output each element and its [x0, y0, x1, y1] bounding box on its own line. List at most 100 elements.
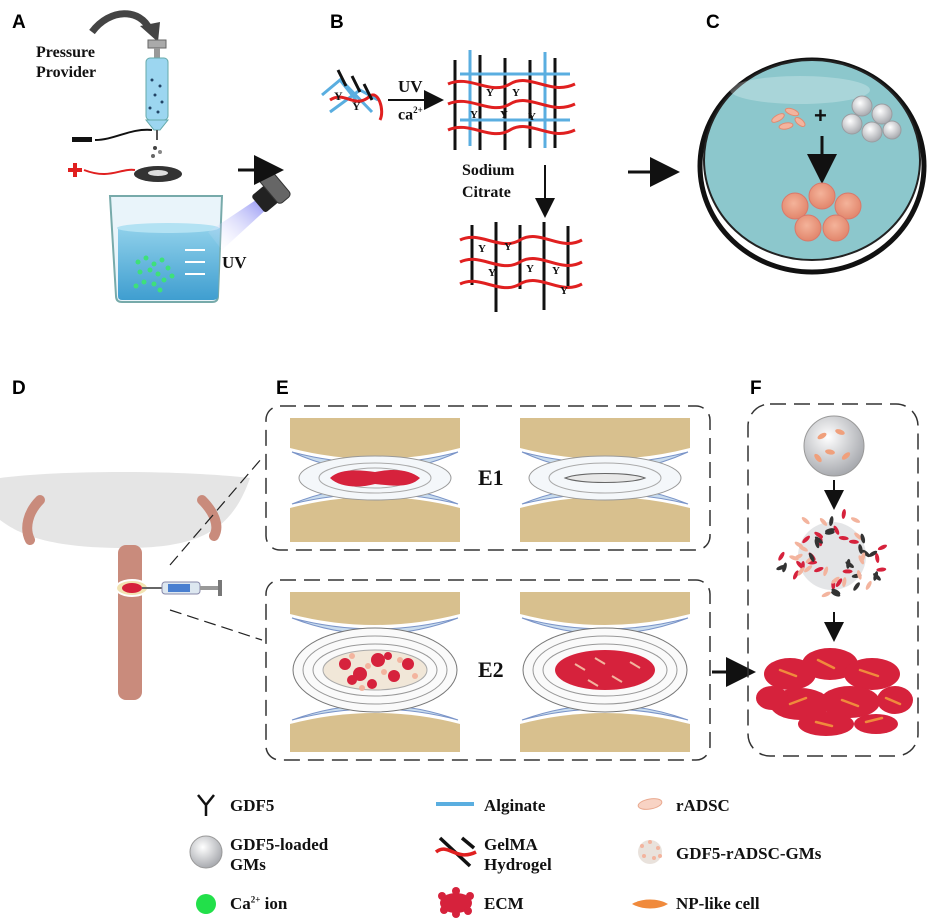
f-cell-mark [873, 573, 881, 581]
f-cell-mark [814, 567, 824, 573]
f-cell-mark [861, 549, 870, 558]
syringe-icon [144, 39, 170, 140]
f-cell-mark [875, 553, 880, 563]
panel-label-a: A [12, 12, 26, 33]
injection-syringe-icon [142, 580, 222, 596]
svg-text:Y: Y [470, 109, 478, 121]
svg-text:Y: Y [488, 267, 496, 279]
f-cell-mark [801, 516, 810, 525]
f-cell-mark [821, 591, 831, 598]
f-cell-mark [792, 570, 799, 580]
f-cell-mark [819, 517, 828, 526]
svg-text:Y: Y [526, 263, 534, 275]
calcium-label-b: ca2+ [398, 105, 423, 124]
pressure-label-line2: Provider [36, 64, 97, 81]
f-cell-mark [868, 550, 878, 557]
svg-text:Y: Y [334, 89, 343, 103]
rat-tail-injection [0, 457, 263, 700]
uv-label-b: UV [398, 77, 423, 96]
svg-text:Y: Y [352, 99, 361, 113]
f-cell-mark [798, 545, 808, 552]
f-cell-mark [808, 552, 815, 562]
f-cell-mark [831, 591, 841, 597]
f-cell-mark [860, 533, 866, 544]
radsc-icon [637, 798, 663, 810]
disc-e1-healthy [520, 418, 690, 542]
beaker-icon [108, 195, 224, 303]
panel-label-b: B [330, 12, 344, 33]
f-cell-mark [877, 544, 888, 551]
uv-label-a: UV [222, 253, 247, 272]
f-cell-mark [845, 561, 854, 568]
f-cell-mark [858, 544, 863, 554]
petri-dish [697, 57, 927, 275]
panel-label-d: D [12, 378, 26, 399]
f-cell-mark [814, 538, 820, 549]
disc-e1-degenerated [290, 418, 460, 542]
f-cell-mark [860, 552, 866, 563]
f-cell-mark [835, 578, 843, 588]
f-cell-mark [825, 528, 835, 533]
svg-text:Y: Y [486, 87, 494, 99]
legend-gdf5-gms-line1: GDF5-loaded [230, 835, 329, 854]
e1-label: E1 [478, 465, 504, 490]
panel-label-c: C [706, 12, 720, 33]
f-cell-mark [829, 516, 834, 527]
pressure-arrow [89, 10, 154, 35]
f-cell-mark [876, 567, 887, 572]
legend-radsc: rADSC [676, 796, 730, 815]
f-cell-mark [854, 532, 863, 540]
gdf5-radsc-gms-icon [638, 840, 662, 864]
legend-np-like-cell: NP-like cell [676, 894, 760, 913]
f-cell-mark [776, 565, 786, 571]
legend-ca-ion: Ca2+ ion [230, 894, 288, 913]
legend-gdf5-gms-line2: GMs [230, 855, 266, 874]
svg-text:Y: Y [560, 285, 568, 297]
f-cell-mark [778, 551, 785, 561]
e2-label: E2 [478, 657, 504, 682]
f-cell-mark [823, 566, 829, 577]
legend-alginate: Alginate [484, 796, 546, 815]
legend-gdf5: GDF5 [230, 796, 275, 815]
legend-ecm: ECM [484, 894, 524, 913]
f-cell-mark [865, 580, 872, 590]
panel-f-artwork [756, 415, 913, 736]
panel-e1-box [265, 405, 711, 551]
f-cell-mark [797, 567, 805, 576]
f-cell-mark [856, 570, 862, 580]
disc-e2-injected [290, 592, 460, 752]
panel-f-box [747, 403, 919, 757]
gm-icon [189, 835, 223, 869]
legend-gdf5-radsc-gms: GDF5-rADSC-GMs [676, 844, 822, 863]
panel-e2-box [265, 579, 711, 761]
f-cell-mark [850, 517, 861, 523]
pressure-label-line1: Pressure [36, 44, 95, 61]
ecm-icon [438, 887, 474, 918]
f-cell-mark [831, 576, 840, 584]
panel-label-e: E [276, 378, 289, 399]
legend-icons [189, 794, 668, 918]
gelma-icon [434, 836, 477, 868]
f-cell-mark [793, 553, 803, 560]
gdf5-icon [197, 794, 215, 816]
np-like-cell-icon [632, 899, 668, 909]
svg-text:Y: Y [478, 243, 486, 255]
panel-label-f: F [750, 378, 762, 399]
svg-text:Y: Y [552, 265, 560, 277]
f-cell-mark [804, 565, 813, 573]
svg-text:Y: Y [528, 111, 536, 123]
f-cell-mark [842, 569, 853, 574]
f-cell-mark [814, 531, 824, 538]
svg-text:Y: Y [500, 109, 508, 121]
f-cell-mark [853, 582, 860, 591]
citrate-label: Citrate [462, 184, 511, 201]
f-cell-mark [842, 577, 847, 588]
f-cell-mark [848, 539, 859, 544]
legend-gelma-line2: Hydrogel [484, 855, 552, 874]
f-cell-mark [833, 525, 840, 535]
f-cell-mark [814, 536, 823, 544]
f-cell-mark [841, 508, 846, 519]
f-cell-mark [802, 535, 811, 544]
